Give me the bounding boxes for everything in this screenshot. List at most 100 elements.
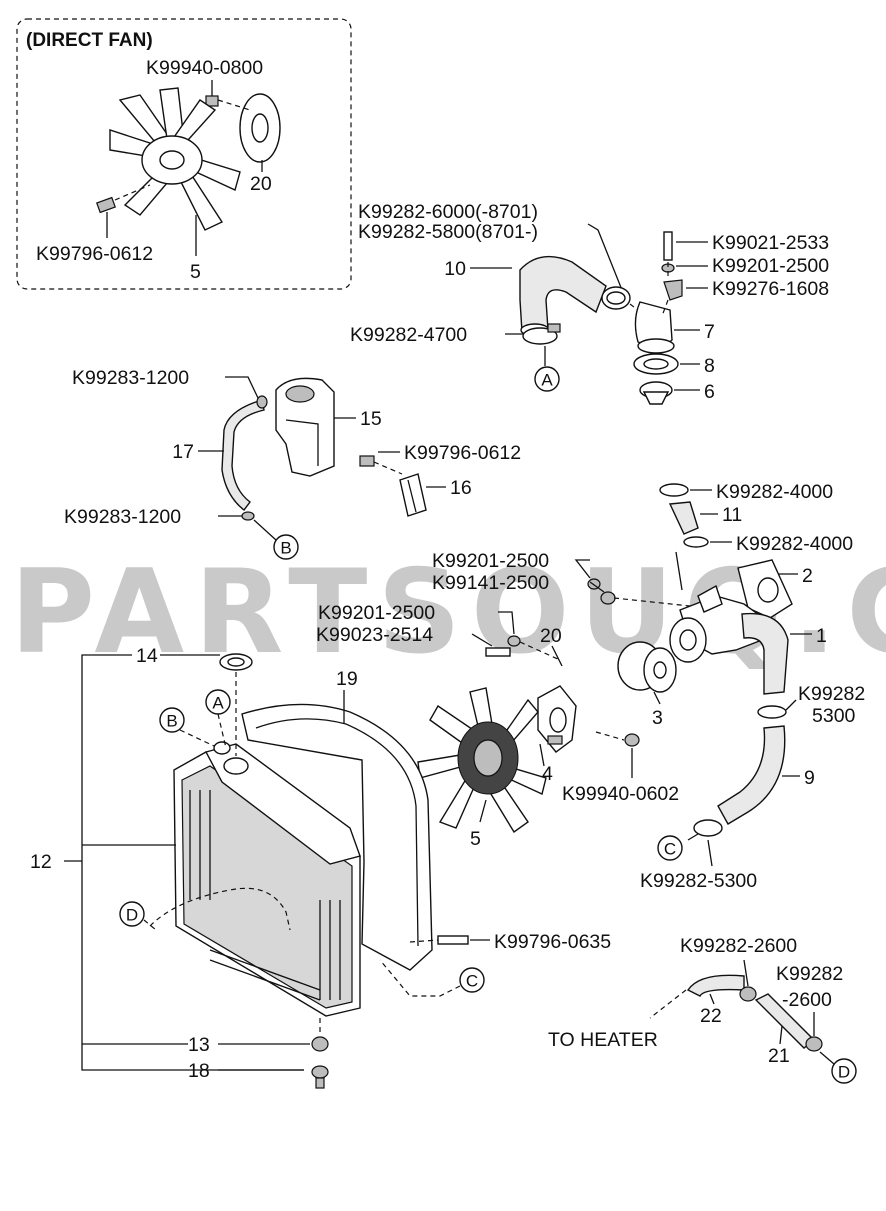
hose-9 xyxy=(717,725,786,825)
label-p10: 10 xyxy=(444,258,466,280)
label-p21: 21 xyxy=(768,1045,790,1067)
label-p9: 9 xyxy=(804,767,815,789)
label-p22: 22 xyxy=(700,1005,722,1027)
label-bolt-shroud: K99796-0635 xyxy=(494,931,611,953)
label-p7: 7 xyxy=(704,321,715,343)
label-inset-bolt: K99796-0612 xyxy=(36,243,153,265)
shroud-19 xyxy=(241,703,433,971)
clamp-9-bottom xyxy=(693,819,723,837)
label-washer-7: K99201-2500 xyxy=(712,255,829,277)
label-clamp-17-bottom: K99283-1200 xyxy=(64,506,181,528)
connector-b-radiator: B xyxy=(159,707,215,747)
connector-a-radiator: A xyxy=(205,689,231,749)
label-p8: 8 xyxy=(704,355,715,377)
label-bracket-7: K99276-1608 xyxy=(712,278,829,300)
label-inset-nut: K99940-0800 xyxy=(146,57,263,79)
nut-pump xyxy=(600,591,616,605)
bolt-4 xyxy=(547,735,563,745)
reservoir-group: 15 K99283-1200 17 K99283-1200 K99796-061… xyxy=(64,367,521,541)
inset-nut xyxy=(205,95,219,107)
label-inset-fan: 5 xyxy=(190,261,201,283)
label-clamp-10-b: K99282-5800(8701-) xyxy=(358,221,538,243)
clamp-11-top xyxy=(659,483,689,497)
hose-17 xyxy=(221,399,265,511)
label-p12: 12 xyxy=(30,851,52,873)
label-p14: 14 xyxy=(136,645,158,667)
hose-22 xyxy=(686,974,745,997)
part-18 xyxy=(311,1065,329,1079)
svg-text:C: C xyxy=(466,972,478,991)
label-bolt-7: K99021-2533 xyxy=(712,232,829,254)
label-clamp-10-a: K99282-6000(-8701) xyxy=(358,201,538,223)
inset-title: (DIRECT FAN) xyxy=(26,30,153,51)
label-washer-pump: K99201-2500 xyxy=(432,550,549,572)
heater-hose-group: K99282-2600 22 TO HEATER K99282 -2600 21 xyxy=(548,935,843,1067)
hose-10 xyxy=(519,255,607,333)
clamp-22 xyxy=(739,986,757,1002)
svg-text:B: B xyxy=(166,712,177,731)
label-clamp-17-top: K99283-1200 xyxy=(72,367,189,389)
fan-group: 20 4 5 K99940-0602 xyxy=(417,625,679,850)
label-p18: 18 xyxy=(188,1060,210,1082)
label-p4: 4 xyxy=(542,763,553,785)
clamp-21 xyxy=(805,1036,823,1052)
label-clamp-9-top-a: K99282 xyxy=(798,683,865,705)
label-clamp-11-bottom: K99282-4000 xyxy=(736,533,853,555)
nut-fan xyxy=(624,733,640,747)
label-p19: 19 xyxy=(336,668,358,690)
label-clamp-21-b: -2600 xyxy=(782,989,832,1011)
label-clamp-9-top-b: 5300 xyxy=(812,705,856,727)
reservoir-tank-15 xyxy=(275,377,335,477)
label-p11: 11 xyxy=(722,504,742,526)
label-p15: 15 xyxy=(360,408,382,430)
svg-text:D: D xyxy=(126,906,138,925)
inset-bolt xyxy=(96,196,116,214)
stud xyxy=(485,647,511,657)
label-clamp-10-bottom: K99282-4700 xyxy=(350,324,467,346)
label-bolt-16: K99796-0612 xyxy=(404,442,521,464)
hose-11 xyxy=(668,501,699,535)
washer-stud xyxy=(507,635,521,647)
connector-a-top: A xyxy=(534,366,560,392)
label-stud: K99023-2514 xyxy=(316,624,433,646)
direct-fan-inset: (DIRECT FAN) K99940-0800 20 K99796-0612 … xyxy=(16,18,352,290)
label-p13: 13 xyxy=(188,1034,210,1056)
svg-text:A: A xyxy=(541,371,553,390)
label-to-heater: TO HEATER xyxy=(548,1029,658,1051)
upper-hose-group: K99282-6000(-8701) K99282-5800(8701-) 10… xyxy=(350,201,829,405)
radiator-filler-neck xyxy=(223,757,249,775)
clamp-17-top xyxy=(256,395,268,409)
label-p6: 6 xyxy=(704,381,715,403)
label-p3: 3 xyxy=(652,707,663,729)
label-clamp-21-a: K99282 xyxy=(776,963,843,985)
label-p17: 17 xyxy=(172,441,194,463)
water-pump-group: K99282-4000 11 K99282-4000 2 K99201-2500… xyxy=(316,481,865,892)
bolt-shroud xyxy=(437,935,469,945)
inset-fan xyxy=(109,87,241,231)
connector-c-radiator: C xyxy=(379,959,485,997)
hose-1 xyxy=(741,612,789,695)
label-clamp-9-bottom: K99282-5300 xyxy=(640,870,757,892)
svg-text:B: B xyxy=(280,539,291,558)
bolt-7 xyxy=(663,231,673,261)
label-p1: 1 xyxy=(816,625,827,647)
label-p5: 5 xyxy=(470,828,481,850)
label-p2: 2 xyxy=(802,565,813,587)
connector-c-pump: C xyxy=(657,835,683,861)
label-clamp-22: K99282-2600 xyxy=(680,935,797,957)
radiator-core xyxy=(189,790,341,1001)
bolt-16 xyxy=(359,455,375,467)
connector-b-top: B xyxy=(273,534,299,560)
svg-text:A: A xyxy=(212,694,224,713)
label-nut-pump: K99141-2500 xyxy=(432,572,549,594)
label-nut-fan: K99940-0602 xyxy=(562,783,679,805)
clamp-9-top xyxy=(757,705,787,719)
connector-d-heater: D xyxy=(831,1058,857,1084)
fan-5 xyxy=(417,687,547,834)
drain-plug-13 xyxy=(311,1036,329,1052)
bracket-7 xyxy=(663,279,683,301)
svg-text:D: D xyxy=(838,1063,850,1082)
label-p16: 16 xyxy=(450,477,472,499)
inset-frame xyxy=(16,18,352,290)
